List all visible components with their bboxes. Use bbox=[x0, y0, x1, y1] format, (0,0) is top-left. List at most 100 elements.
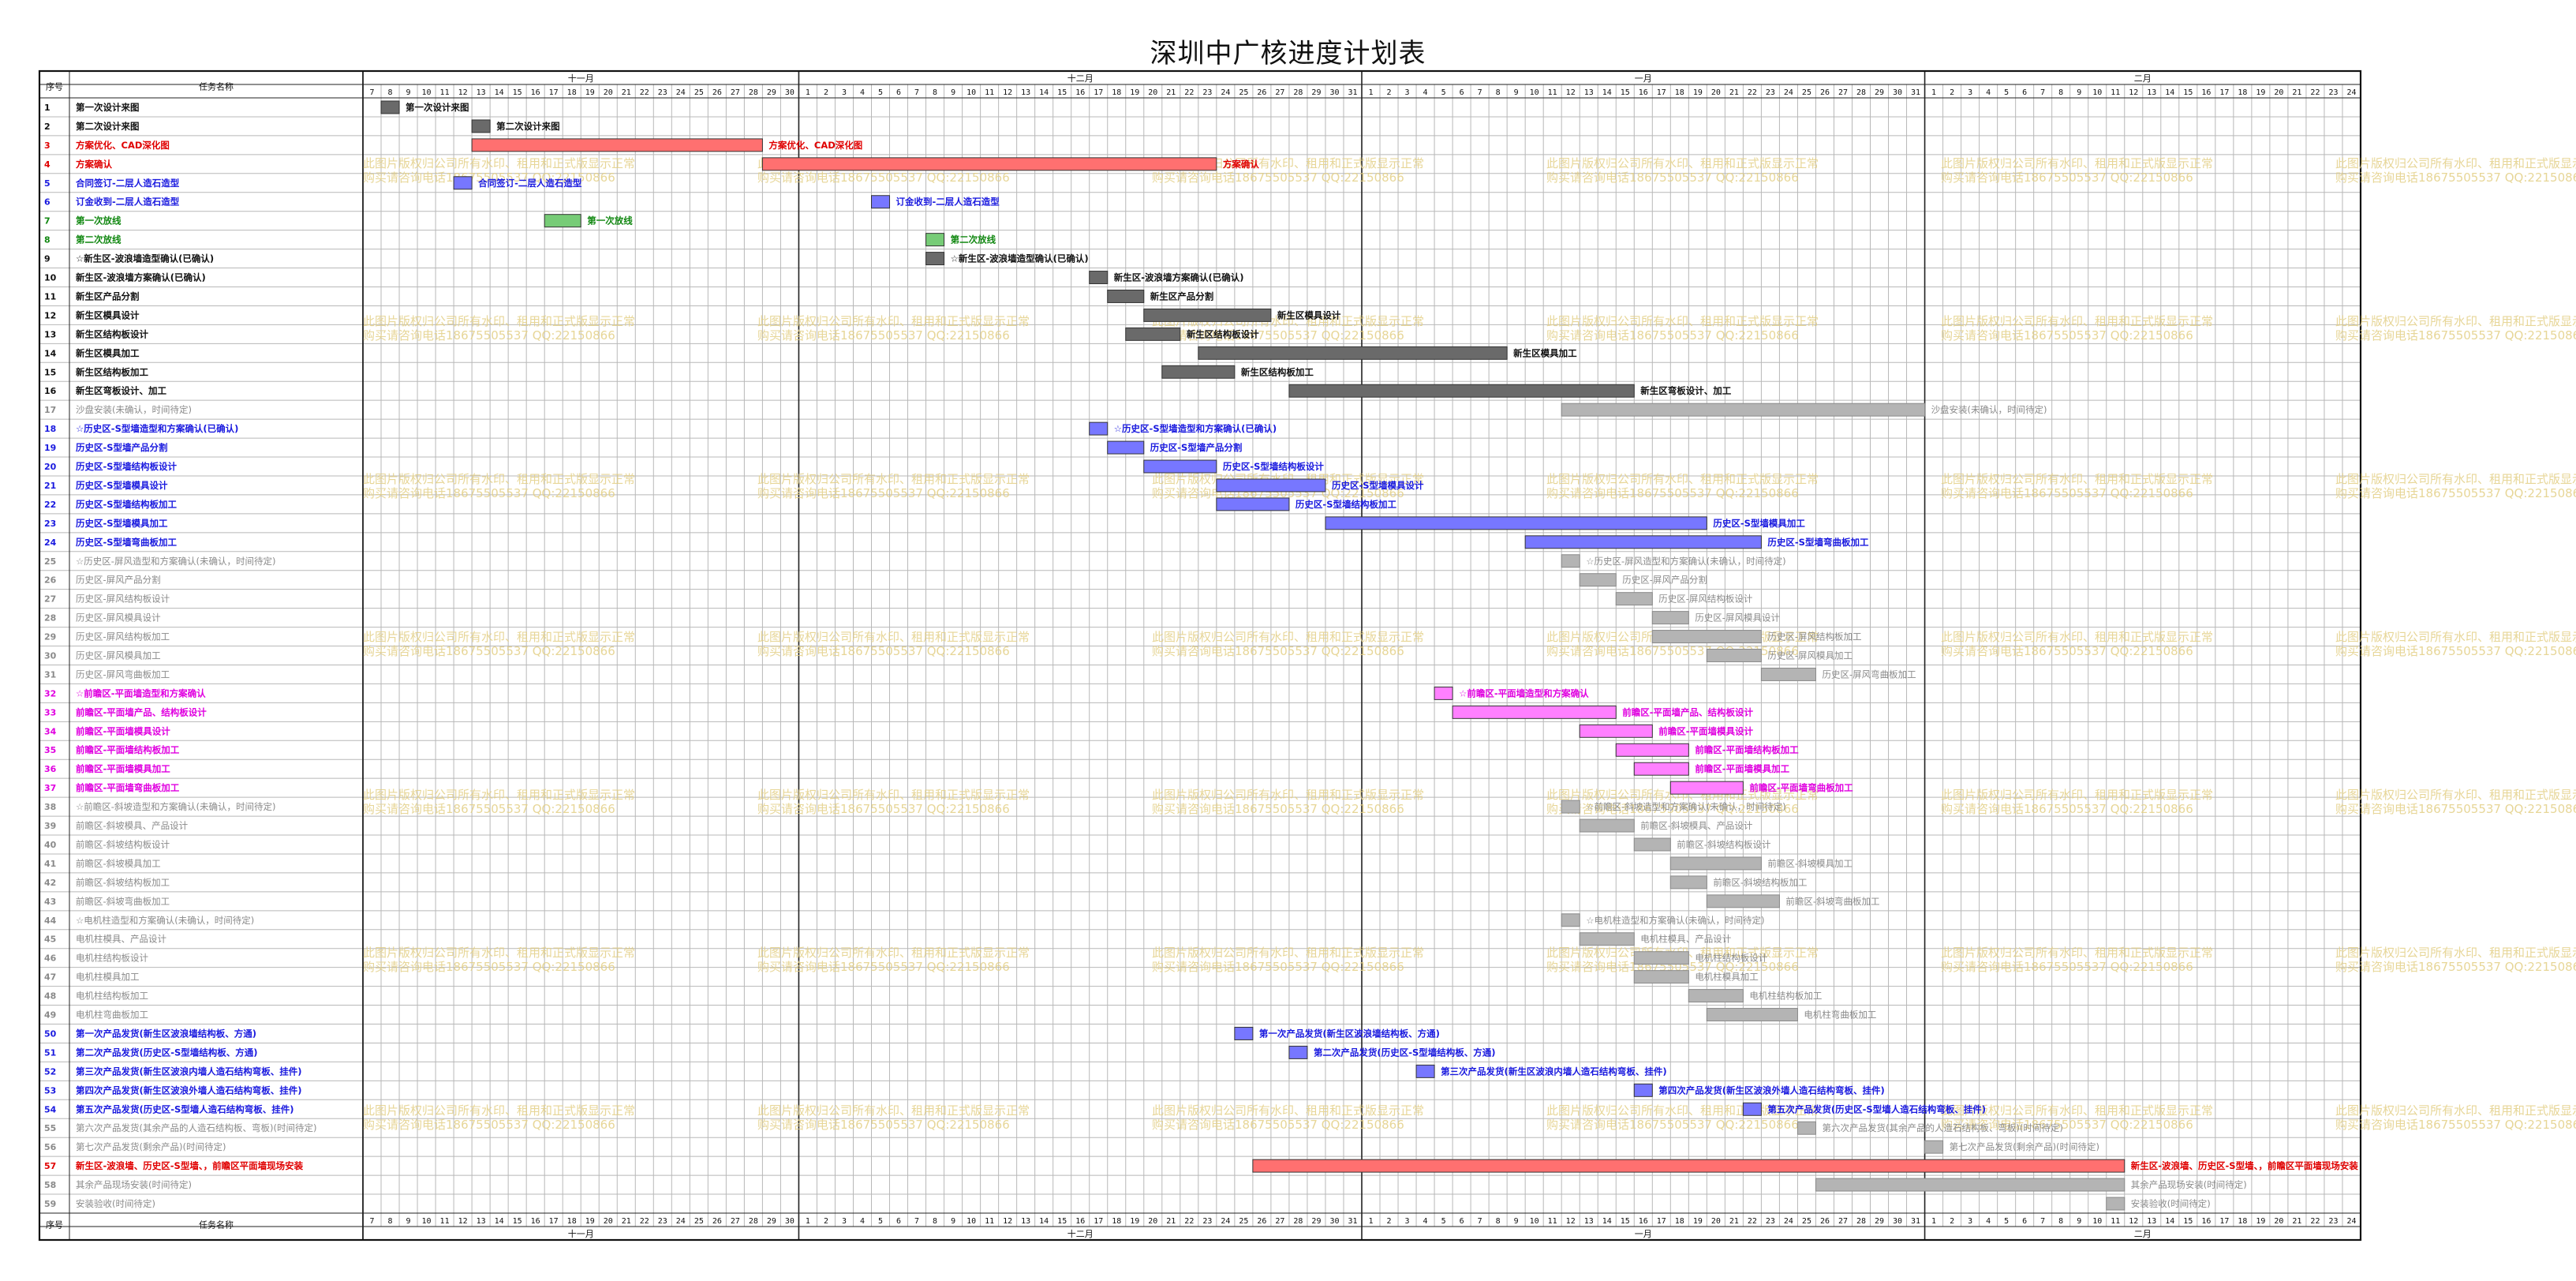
watermark-text: 此图片版权归公司所有水印、租用和正式版显示正常 bbox=[2335, 1103, 2576, 1118]
day-label: 28 bbox=[749, 88, 758, 97]
bar-label: 前瞻区-斜坡模具、产品设计 bbox=[1640, 820, 1753, 831]
bar-label: 历史区-S型墙模具加工 bbox=[1713, 518, 1805, 529]
task-bar bbox=[1561, 800, 1580, 814]
day-label: 13 bbox=[2147, 88, 2156, 97]
day-label: 7 bbox=[369, 88, 374, 97]
day-label: 18 bbox=[1675, 1217, 1684, 1226]
task-bar bbox=[1669, 856, 1762, 871]
task-name: 新生区结构板加工 bbox=[76, 366, 148, 377]
day-label: 30 bbox=[1329, 88, 1339, 97]
day-label: 24 bbox=[1784, 1217, 1793, 1226]
task-name: 前瞻区-斜坡结构板设计 bbox=[76, 839, 170, 850]
day-label: 21 bbox=[622, 1217, 631, 1226]
watermark-text: 购买请咨询电话18675505537 QQ:22150866 bbox=[363, 960, 615, 974]
day-label: 26 bbox=[1257, 88, 1266, 97]
bar-label: 历史区-屏风结构板设计 bbox=[1658, 594, 1753, 605]
task-name: 新生区-波浪墙、历史区-S型墙、，前瞻区平面墙现场安装 bbox=[76, 1160, 304, 1171]
day-label: 10 bbox=[2092, 1217, 2102, 1226]
task-bar bbox=[1252, 1159, 2125, 1173]
task-name: 新生区弯板设计、加工 bbox=[76, 385, 166, 396]
day-label: 22 bbox=[640, 1217, 649, 1226]
task-number: 51 bbox=[44, 1047, 56, 1058]
day-label: 1 bbox=[1368, 88, 1373, 97]
bar-label: 前瞻区-平面墙模具设计 bbox=[1658, 725, 1753, 736]
day-label: 29 bbox=[767, 88, 776, 97]
day-label: 13 bbox=[1021, 1217, 1030, 1226]
task-name: 前瞻区-斜坡结构板加工 bbox=[76, 877, 170, 888]
bar-label: 方案确认 bbox=[1223, 159, 1259, 170]
day-label: 15 bbox=[1057, 1217, 1067, 1226]
task-bar bbox=[1579, 573, 1617, 587]
day-label: 14 bbox=[2165, 1217, 2174, 1226]
bar-label: 第七次产品发货(剩余产品)(时间待定) bbox=[1950, 1141, 2099, 1152]
task-bar bbox=[1615, 592, 1653, 606]
day-label: 26 bbox=[1257, 1217, 1266, 1226]
watermark-text: 此图片版权归公司所有水印、租用和正式版显示正常 bbox=[757, 946, 1030, 960]
task-number: 28 bbox=[44, 613, 56, 624]
task-bar bbox=[1107, 440, 1145, 455]
day-label: 9 bbox=[406, 1217, 411, 1226]
task-bar bbox=[1651, 630, 1762, 644]
day-label: 17 bbox=[549, 1217, 559, 1226]
day-label: 27 bbox=[1275, 88, 1284, 97]
task-number: 19 bbox=[44, 443, 56, 453]
day-label: 21 bbox=[2292, 1217, 2301, 1226]
task-name: 第五次产品发货(历史区-S型墙人造石结构弯板、挂件) bbox=[76, 1103, 294, 1114]
day-label: 17 bbox=[549, 88, 559, 97]
day-label: 12 bbox=[458, 88, 468, 97]
bar-label: 第二次设计来图 bbox=[496, 121, 560, 132]
bar-label: 前瞻区-平面墙产品、结构板设计 bbox=[1622, 706, 1753, 717]
month-label: 十二月 bbox=[1067, 1228, 1094, 1239]
month-label: 十一月 bbox=[568, 73, 594, 84]
day-label: 1 bbox=[806, 88, 810, 97]
bar-label: 前瞻区-平面墙结构板加工 bbox=[1695, 744, 1799, 755]
task-name: 新生区产品分割 bbox=[76, 290, 140, 302]
task-name: 电机柱模具、产品设计 bbox=[76, 934, 166, 945]
task-name: 新生区模具加工 bbox=[76, 347, 140, 358]
day-label: 18 bbox=[1112, 88, 1121, 97]
day-label: 4 bbox=[1986, 88, 1991, 97]
bar-label: 历史区-S型墙弯曲板加工 bbox=[1767, 537, 1869, 548]
day-label: 15 bbox=[2183, 1217, 2193, 1226]
day-label: 11 bbox=[1548, 88, 1557, 97]
day-label: 17 bbox=[1657, 1217, 1666, 1226]
task-number: 42 bbox=[44, 878, 56, 888]
day-label: 20 bbox=[604, 88, 613, 97]
task-bar bbox=[1524, 535, 1762, 549]
task-bar bbox=[1651, 611, 1689, 625]
bar-label: ☆前瞻区-斜坡造型和方案确认(未确认，时间待定) bbox=[1586, 801, 1785, 812]
day-label: 25 bbox=[1802, 88, 1811, 97]
bar-label: 新生区模具加工 bbox=[1513, 347, 1577, 358]
day-label: 14 bbox=[1039, 1217, 1049, 1226]
bar-label: 合同签订-二层人造石造型 bbox=[478, 178, 582, 189]
task-bar bbox=[380, 100, 400, 114]
task-name: 新生区模具设计 bbox=[76, 309, 140, 320]
day-label: 17 bbox=[1094, 1217, 1103, 1226]
task-bar bbox=[1288, 384, 1635, 398]
task-number: 54 bbox=[44, 1104, 57, 1114]
task-number: 49 bbox=[44, 1010, 56, 1021]
task-bar bbox=[1143, 308, 1272, 322]
task-name: 历史区-屏风模具加工 bbox=[76, 650, 161, 661]
day-label: 19 bbox=[1693, 1217, 1703, 1226]
day-label: 28 bbox=[1856, 1217, 1866, 1226]
day-label: 6 bbox=[896, 88, 901, 97]
day-label: 27 bbox=[1838, 1217, 1848, 1226]
day-label: 31 bbox=[1911, 1217, 1920, 1226]
bar-label: 历史区-屏风结构板加工 bbox=[1767, 631, 1861, 642]
task-bar bbox=[1579, 818, 1635, 833]
day-label: 1 bbox=[806, 1217, 810, 1226]
watermark-text: 购买请咨询电话18675505537 QQ:22150866 bbox=[757, 486, 1010, 500]
task-number: 57 bbox=[44, 1161, 56, 1171]
task-number: 43 bbox=[44, 897, 56, 907]
task-name: 其余产品现场安装(时间待定) bbox=[76, 1179, 192, 1190]
bar-label: 电机柱结构板加工 bbox=[1749, 991, 1822, 1002]
task-name: 历史区-屏风产品分割 bbox=[76, 575, 161, 586]
day-label: 12 bbox=[1566, 1217, 1576, 1226]
day-label: 23 bbox=[1766, 88, 1775, 97]
day-label: 16 bbox=[531, 1217, 540, 1226]
day-label: 23 bbox=[2328, 88, 2338, 97]
watermark-text: 购买请咨询电话18675505537 QQ:22150866 bbox=[2335, 328, 2576, 343]
watermark-text: 购买请咨询电话18675505537 QQ:22150866 bbox=[1941, 328, 2193, 343]
task-name: 第一次放线 bbox=[76, 215, 122, 227]
